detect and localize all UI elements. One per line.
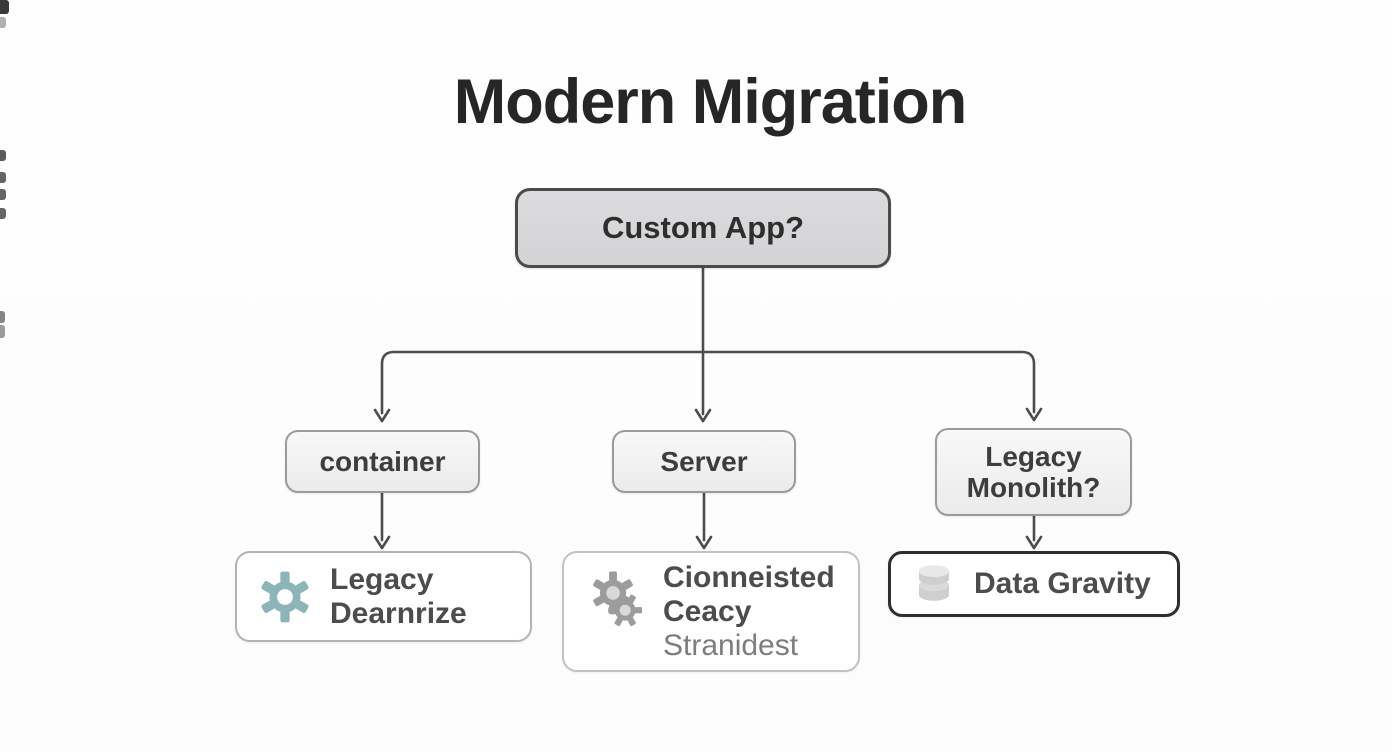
- arrowhead-server: [694, 408, 712, 423]
- node-custom-app-label: Custom App?: [601, 210, 805, 245]
- database-icon: [911, 561, 957, 607]
- arrowhead-dearnrize: [373, 535, 391, 550]
- gears-icon: [584, 565, 646, 631]
- edge-root-to-monolith: [701, 350, 1036, 414]
- edge-artifact: [0, 17, 6, 28]
- node-container: container: [285, 430, 480, 493]
- node-custom-app: Custom App?: [515, 188, 891, 268]
- edge-artifact: [0, 0, 9, 14]
- edge-artifact: [0, 311, 5, 323]
- arrowhead-monolith: [1025, 407, 1043, 422]
- arrowhead-container: [373, 408, 391, 423]
- node-data-gravity-label: Data Gravity: [974, 567, 1151, 601]
- node-server-label: Server: [660, 445, 748, 477]
- node-legacy-dearnrize: Legacy Dearnrize: [235, 551, 532, 642]
- edge-root-to-container: [380, 350, 705, 415]
- edge-artifact: [0, 208, 6, 219]
- label-line-light: Stranidest: [663, 628, 799, 662]
- label-line: Dearnrize: [330, 596, 467, 630]
- node-container-label: container: [319, 445, 446, 477]
- edge-artifact: [0, 172, 6, 183]
- gear-icon: [257, 569, 313, 625]
- label-line: Legacy: [330, 562, 434, 596]
- arrowhead-datagravity: [1025, 535, 1043, 550]
- node-server: Server: [612, 430, 796, 493]
- node-legacy-monolith: Legacy Monolith?: [935, 428, 1132, 516]
- edge-artifact: [0, 325, 5, 338]
- label-line: Cionneisted: [663, 561, 835, 594]
- node-data-gravity: Data Gravity: [888, 551, 1180, 617]
- node-cionneisted-ceacy: Cionneisted Ceacy Stranidest: [562, 551, 860, 672]
- edge-artifact: [0, 189, 6, 200]
- page-title: Modern Migration: [453, 67, 967, 137]
- node-legacy-dearnrize-label: Legacy Dearnrize: [330, 563, 467, 631]
- edge-artifact: [0, 150, 6, 161]
- node-cionneisted-ceacy-label: Cionneisted Ceacy Stranidest: [663, 561, 835, 663]
- arrowhead-cionneisted: [695, 535, 713, 550]
- node-legacy-monolith-label: Legacy Monolith?: [966, 440, 1101, 503]
- label-line: Ceacy: [663, 594, 752, 628]
